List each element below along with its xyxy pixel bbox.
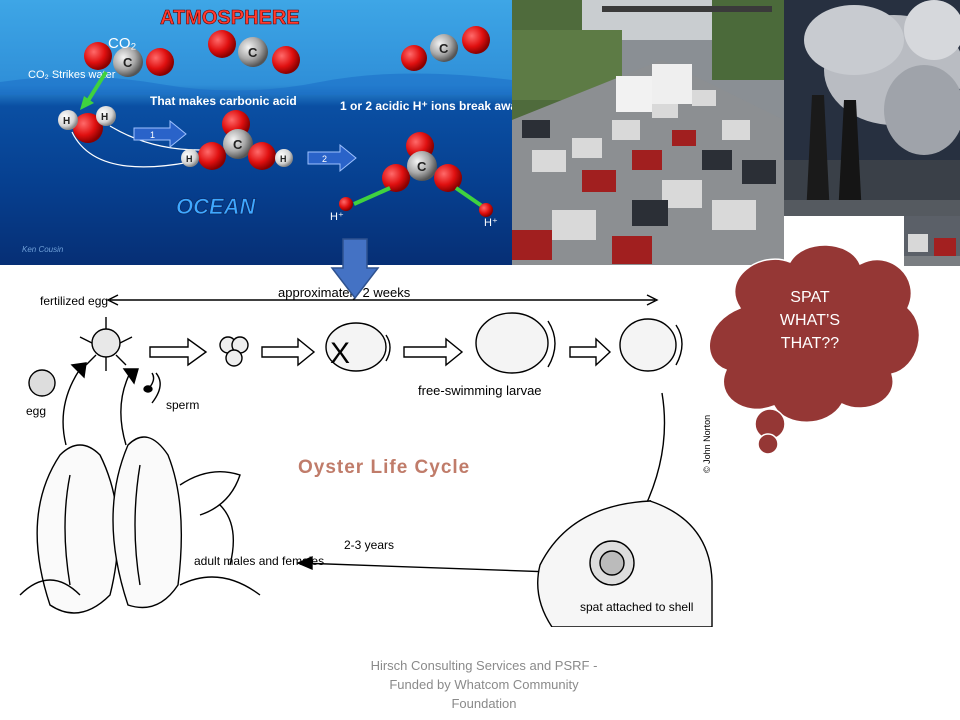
fertilized-egg-label: fertilized egg: [40, 294, 108, 308]
sperm-label: sperm: [166, 398, 199, 412]
years-label: 2-3 years: [344, 538, 394, 552]
strikes-water-label: CO₂ Strikes water: [28, 69, 116, 81]
co2-molecule: C: [401, 26, 490, 71]
step-1-arrow: 1: [133, 119, 187, 149]
co2-molecule: C: [84, 42, 174, 77]
bubble-line-3: THAT??: [780, 335, 840, 352]
svg-text:H: H: [63, 116, 70, 127]
ocean-label: OCEAN: [176, 194, 257, 219]
footer-line-1: Hirsch Consulting Services and PSRF -: [370, 658, 598, 673]
bubble-line-2: WHAT’S: [779, 312, 841, 329]
svg-text:H: H: [186, 154, 193, 164]
footer-line-3: Foundation: [451, 696, 517, 711]
down-arrow-icon: [330, 238, 380, 300]
oyster-life-cycle-diagram: fertilized egg approximately 2 weeks egg…: [0, 265, 715, 627]
svg-text:2: 2: [322, 154, 327, 164]
svg-text:1: 1: [150, 130, 155, 140]
atmosphere-label: ATMOSPHERE: [160, 7, 300, 29]
adults-label: adult males and females: [194, 554, 324, 568]
svg-text:C: C: [233, 137, 243, 152]
bubble-line-1: SPAT: [790, 289, 830, 306]
two-weeks-label: approximately 2 weeks: [278, 285, 411, 300]
free-swimming-label: free-swimming larvae: [418, 383, 542, 398]
ocean-acidification-image: ATMOSPHERE C CO₂ C C CO₂ Strikes water T…: [0, 0, 512, 265]
svg-text:C: C: [439, 41, 449, 56]
copyright-label: © John Norton: [702, 415, 712, 473]
smokestack-photo: [784, 0, 960, 216]
cars-photo-strip: [904, 216, 960, 266]
co2-molecule: C: [208, 30, 300, 74]
svg-text:C: C: [123, 55, 133, 70]
carbonic-acid-molecule: C H H: [181, 110, 293, 170]
spat-label: spat attached to shell: [580, 600, 693, 614]
svg-text:H: H: [101, 112, 108, 123]
ions-label: 1 or 2 acidic H⁺ ions break away: [340, 99, 512, 113]
spat-thought-bubble: SPAT WHAT’S THAT??: [700, 238, 921, 458]
hplus-label: H⁺: [330, 211, 344, 223]
step-2-arrow: 2: [307, 143, 357, 173]
egg-label: egg: [26, 404, 46, 418]
svg-text:C: C: [417, 159, 427, 174]
hplus-label: H⁺: [484, 217, 498, 229]
x-mark: X: [330, 337, 350, 370]
footer-credit: Hirsch Consulting Services and PSRF - Fu…: [350, 656, 618, 713]
traffic-photo: [512, 0, 784, 265]
co2-label: CO₂: [108, 35, 137, 52]
carbonic-acid-label: That makes carbonic acid: [150, 94, 297, 108]
water-molecule: H H: [58, 106, 116, 143]
life-cycle-title: Oyster Life Cycle: [298, 457, 470, 478]
carbonate-ion-molecule: C: [382, 132, 462, 192]
credit-label: Ken Cousin: [22, 245, 64, 254]
footer-line-2: Funded by Whatcom Community: [389, 677, 579, 692]
svg-text:C: C: [248, 45, 258, 60]
svg-text:H: H: [280, 154, 287, 164]
